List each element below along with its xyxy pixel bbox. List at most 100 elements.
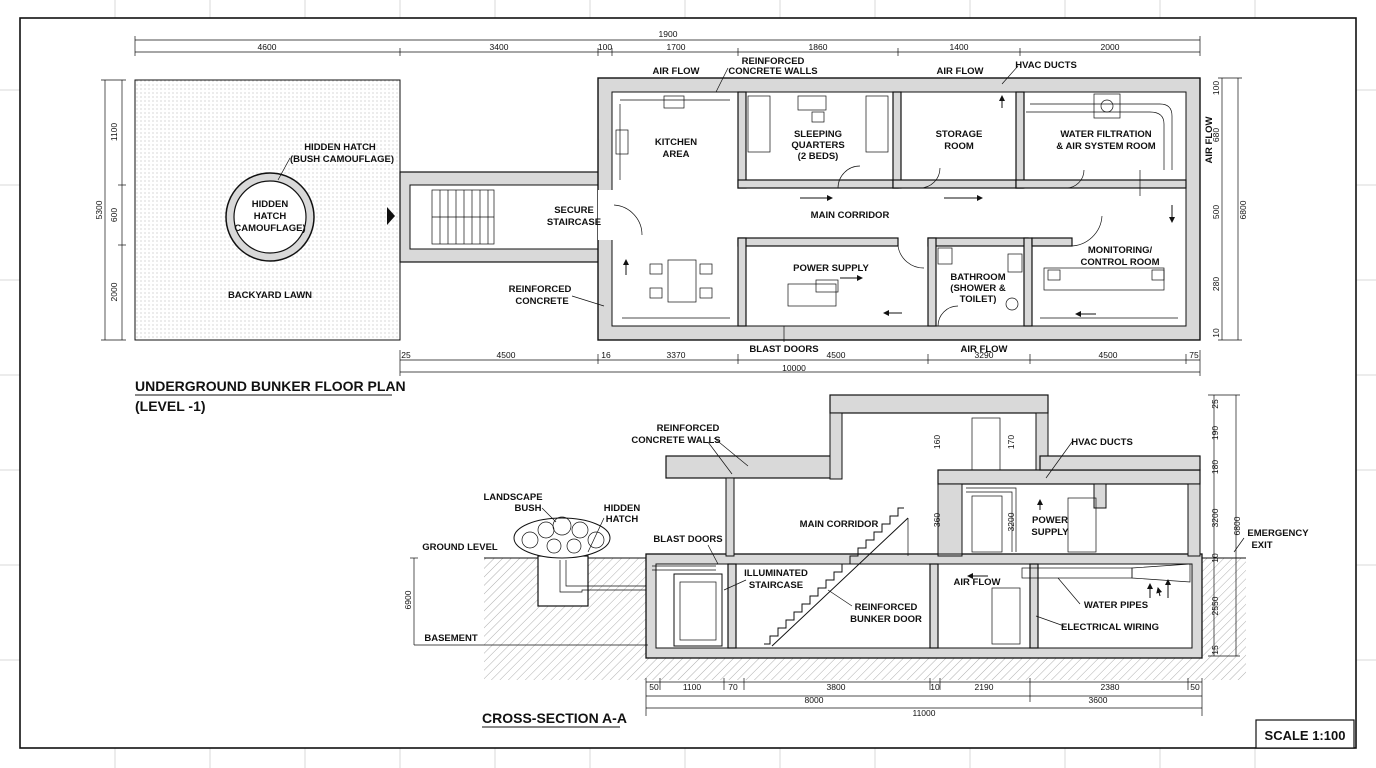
water-room-label-line1: WATER FILTRATION [1060,129,1151,140]
sec-dim-right-5: 10 [1210,553,1220,563]
dim-right-total: 6800 [1238,200,1248,219]
sec-dim-right-2: 190 [1210,426,1220,440]
sec-power-line2: SUPPLY [1031,527,1069,538]
kitchen-label-line2: AREA [663,149,690,160]
dim-top-4: 1700 [667,42,686,52]
reinforced-concrete-line2: CONCRETE [515,296,568,307]
section-title: CROSS-SECTION A-A [482,710,627,726]
hatch-callout-line1: HIDDEN HATCH [304,142,376,153]
kitchen-label-line1: KITCHEN [655,137,697,148]
hatch-label-line2: HATCH [254,211,287,222]
sec-illuminated-line2: STAIRCASE [749,580,803,591]
dim-right-5: 10 [1211,328,1221,338]
sec-hatch-line1: HIDDEN [604,503,641,514]
storage-label-line2: ROOM [944,141,974,152]
dim-left-4: 2000 [109,282,119,301]
dim-left-3: 600 [109,208,119,222]
dim-top-2: 3400 [490,42,509,52]
sec-dim-2: 1100 [683,682,702,692]
dim-bottom-2: 4500 [497,350,516,360]
plan-dimensions: 1900 4600 3400 100 1700 1860 1400 2000 2… [94,29,1248,376]
sec-blast-label: BLAST DOORS [653,534,722,545]
bathroom-label-line2: (SHOWER & [950,283,1006,294]
sec-dim-8: 50 [1190,682,1200,692]
water-room-label-line2: & AIR SYSTEM ROOM [1056,141,1155,152]
sec-air-label: AIR FLOW [954,577,1001,588]
scale-label: SCALE 1:100 [1265,728,1346,743]
sec-emergency-line1: EMERGENCY [1247,528,1309,539]
staircase-label-line2: STAIRCASE [547,217,601,228]
monitoring-label-line1: MONITORING/ [1088,245,1153,256]
sec-dim-total: 11000 [912,708,935,718]
sec-dim-inner-3: 360 [932,513,942,527]
sleeping-label-line3: (2 BEDS) [798,151,839,162]
sec-dim-right-4: 3200 [1210,508,1220,527]
sec-basement-label: BASEMENT [424,633,478,644]
sec-power-line1: POWER [1032,515,1068,526]
hatch-callout-line2: (BUSH CAMOUFLAGE) [290,154,394,165]
sec-dim-1: 50 [649,682,659,692]
sec-dim-left: 6900 [403,590,413,609]
sec-bunker-door-line2: BUNKER DOOR [850,614,922,625]
dim-top-1: 4600 [258,42,277,52]
flow-arrows [623,95,1175,317]
air-flow-bottom: AIR FLOW [961,344,1008,355]
dim-right-2: 680 [1211,128,1221,142]
section-dimensions: 50 1100 70 3800 10 2190 2380 50 8000 360… [403,394,1242,718]
sec-emergency-line2: EXIT [1251,540,1272,551]
floor-plan: HIDDEN HATCH (BUSH CAMOUFLAGE) HIDDEN HA… [134,56,1215,355]
door-swings [613,165,1103,327]
dim-right-4: 280 [1211,277,1221,291]
sec-walls-line2: CONCRETE WALLS [631,435,720,446]
sec-dim-7: 2380 [1101,682,1120,692]
sec-dim-inner-1: 160 [932,435,942,449]
section-arrow-icon [387,207,395,225]
reinforced-walls-line1: REINFORCED [742,56,805,67]
dim-bottom-1: 25 [401,350,411,360]
dim-bottom-8: 75 [1189,350,1199,360]
hatch-inner-ring [233,180,307,254]
sec-electrical-label: ELECTRICAL WIRING [1061,622,1159,633]
sec-dim-inner-2: 170 [1006,435,1016,449]
dim-bottom-3: 16 [601,350,611,360]
sec-dim-4: 3800 [827,682,846,692]
dim-bottom-4: 3370 [667,350,686,360]
plan-title-line2: (LEVEL -1) [135,398,206,414]
sleeping-label-line1: SLEEPING [794,129,842,140]
sec-ground-label: GROUND LEVEL [422,542,498,553]
stair-treads [431,189,495,245]
sec-dim-right-1: 25 [1210,399,1220,409]
main-corridor-plan: MAIN CORRIDOR [811,210,890,221]
lawn-label: BACKYARD LAWN [228,290,312,301]
storage-label-line1: STORAGE [936,129,983,140]
reinforced-concrete-line1: REINFORCED [509,284,572,295]
sec-dim-inner-4: 3200 [1006,512,1016,531]
sec-hvac-label: HVAC DUCTS [1071,437,1133,448]
dim-top-6: 1400 [950,42,969,52]
dim-top-total: 1900 [659,29,678,39]
sec-dim-right-3: 180 [1210,460,1220,474]
reinforced-walls-line2: CONCRETE WALLS [728,66,817,77]
sec-dim-right-6: 2550 [1210,596,1220,615]
sec-dim-right-total: 6800 [1232,516,1242,535]
dim-right-3: 500 [1211,205,1221,219]
air-flow-top-right: AIR FLOW [937,66,984,77]
dim-left-1: 1100 [109,123,119,142]
dim-right-1: 100 [1211,81,1221,95]
power-supply-plan: POWER SUPPLY [793,263,869,274]
dim-top-5: 1860 [809,42,828,52]
sleeping-label-line2: QUARTERS [791,140,844,151]
hvac-ducts-plan: HVAC DUCTS [1015,60,1077,71]
sec-hatch-line2: HATCH [606,514,639,525]
bathroom-label-line3: TOILET) [960,294,997,305]
sec-walls-line1: REINFORCED [657,423,720,434]
illuminated-stair-door [673,573,723,647]
sec-landscape-line2: BUSH [515,503,542,514]
blast-doors-plan: BLAST DOORS [749,344,818,355]
sec-dim-sub-1: 8000 [805,695,824,705]
hatch-label-line3: CAMOUFLAGE) [234,223,305,234]
hatch-label-line1: HIDDEN [252,199,289,210]
sec-dim-5: 10 [930,682,940,692]
duct-lines [619,99,1178,319]
